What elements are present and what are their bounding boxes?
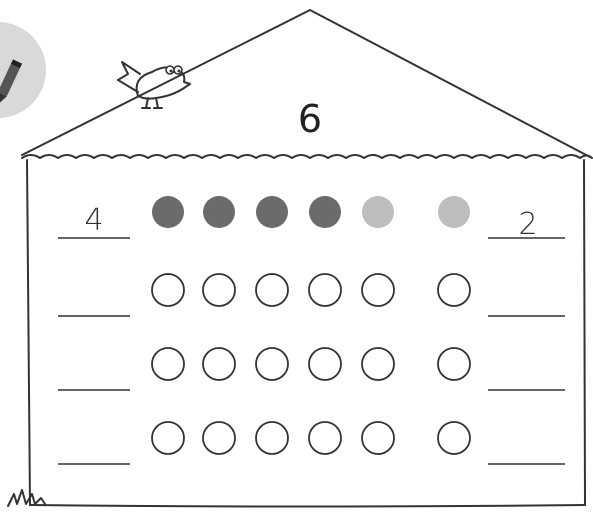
light-dot[interactable] xyxy=(362,196,394,228)
empty-circle[interactable] xyxy=(309,348,341,380)
house-number: 6 xyxy=(298,97,322,141)
left-answer: 4 xyxy=(84,203,103,238)
empty-circle[interactable] xyxy=(309,422,341,454)
empty-circle[interactable] xyxy=(152,422,184,454)
empty-circle[interactable] xyxy=(362,422,394,454)
dark-dot[interactable] xyxy=(256,196,288,228)
empty-circle[interactable] xyxy=(152,348,184,380)
dot-row xyxy=(58,274,565,316)
pencil-icon xyxy=(0,22,46,118)
grass-icon xyxy=(8,490,45,506)
house-outline xyxy=(22,10,592,507)
dot-row xyxy=(58,348,565,390)
empty-circle[interactable] xyxy=(203,274,235,306)
right-answer: 2 xyxy=(518,207,537,242)
empty-circle[interactable] xyxy=(203,348,235,380)
empty-circle[interactable] xyxy=(309,274,341,306)
dark-dot[interactable] xyxy=(152,196,184,228)
light-dot[interactable] xyxy=(438,196,470,228)
dark-dot[interactable] xyxy=(309,196,341,228)
empty-circle[interactable] xyxy=(438,422,470,454)
empty-circle[interactable] xyxy=(362,348,394,380)
empty-circle[interactable] xyxy=(256,274,288,306)
empty-circle[interactable] xyxy=(256,422,288,454)
empty-circle[interactable] xyxy=(152,274,184,306)
empty-circle[interactable] xyxy=(362,274,394,306)
empty-circle[interactable] xyxy=(438,274,470,306)
empty-circle[interactable] xyxy=(438,348,470,380)
dark-dot[interactable] xyxy=(203,196,235,228)
empty-circle[interactable] xyxy=(256,348,288,380)
empty-circle[interactable] xyxy=(203,422,235,454)
dot-row xyxy=(58,422,565,464)
